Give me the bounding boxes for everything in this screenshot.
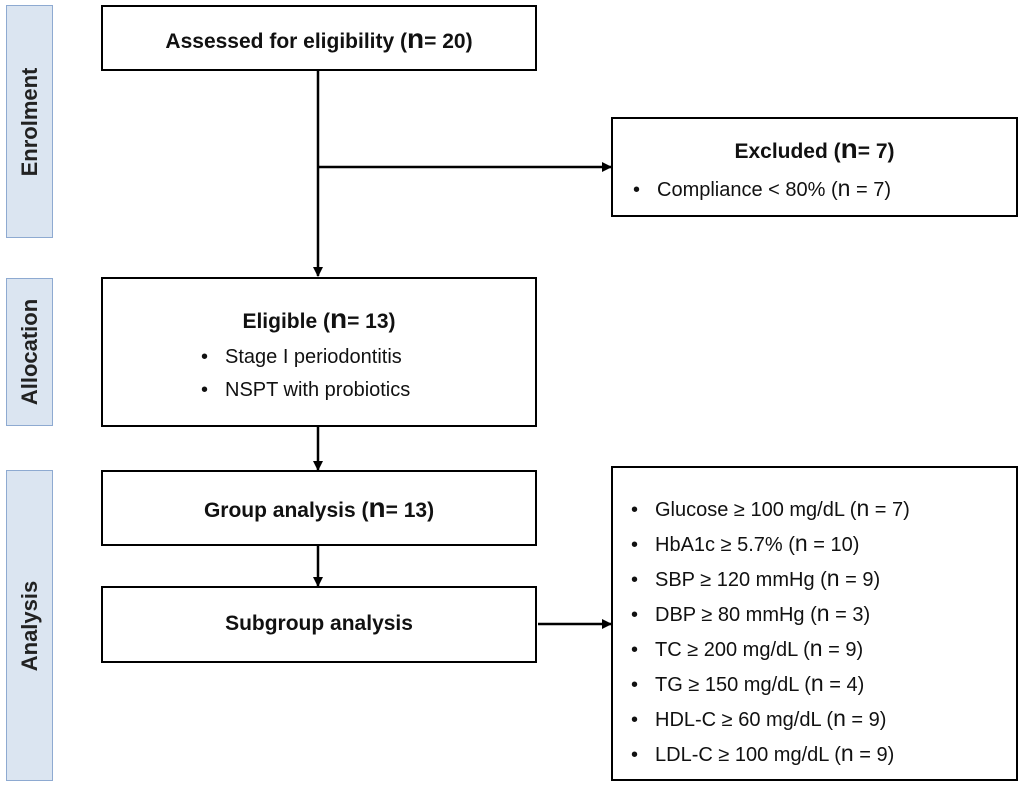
assessed-n-value: = 20 xyxy=(424,30,466,53)
eligible-title: Eligible (n= 13) xyxy=(242,303,396,334)
eligible-label: Eligible xyxy=(242,310,318,333)
list-item: NSPT with probiotics xyxy=(201,374,410,407)
assessed-title: Assessed for eligibility (n= 20) xyxy=(165,23,473,54)
subgroups-box: Glucose ≥ 100 mg/dL (n = 7) HbA1c ≥ 5.7%… xyxy=(611,466,1018,781)
list-item: LDL-C ≥ 100 mg/dL (n = 9) xyxy=(631,737,910,772)
subgroup-analysis-box: Subgroup analysis xyxy=(101,586,537,663)
list-item: SBP ≥ 120 mmHg (n = 9) xyxy=(631,562,910,597)
list-item: HbA1c ≥ 5.7% (n = 10) xyxy=(631,527,910,562)
excluded-title: Excluded (n= 7) xyxy=(734,133,895,164)
eligible-n-symbol: n xyxy=(329,303,348,334)
eligible-box: Eligible (n= 13) Stage I periodontitis N… xyxy=(101,277,537,427)
phase-allocation: Allocation xyxy=(6,278,53,426)
assessed-label: Assessed for eligibility xyxy=(165,30,395,53)
group-analysis-label: Group analysis xyxy=(203,499,356,522)
list-item: TC ≥ 200 mg/dL (n = 9) xyxy=(631,632,910,667)
excluded-box: Excluded (n= 7) Compliance < 80% (n = 7) xyxy=(611,117,1018,217)
list-item: DBP ≥ 80 mmHg (n = 3) xyxy=(631,597,910,632)
group-analysis-title: Group analysis (n= 13) xyxy=(203,492,435,523)
list-item: Compliance < 80% (n = 7) xyxy=(633,172,891,207)
group-analysis-n-symbol: n xyxy=(368,492,386,523)
list-item: Stage I periodontitis xyxy=(201,341,410,374)
subgroups-list: Glucose ≥ 100 mg/dL (n = 7) HbA1c ≥ 5.7%… xyxy=(631,492,910,772)
list-item: HDL-C ≥ 60 mg/dL (n = 9) xyxy=(631,702,910,737)
excluded-n-value: = 7 xyxy=(857,140,888,163)
excluded-label: Excluded xyxy=(734,140,828,163)
list-item: TG ≥ 150 mg/dL (n = 4) xyxy=(631,667,910,702)
eligible-n-value: = 13 xyxy=(347,310,389,333)
assessed-n-symbol: n xyxy=(407,23,425,54)
excluded-list: Compliance < 80% (n = 7) xyxy=(633,172,891,207)
list-item: Glucose ≥ 100 mg/dL (n = 7) xyxy=(631,492,910,527)
phase-analysis: Analysis xyxy=(6,470,53,781)
subgroup-analysis-title: Subgroup analysis xyxy=(225,612,413,635)
group-analysis-box: Group analysis (n= 13) xyxy=(101,470,537,546)
excluded-n-symbol: n xyxy=(840,133,858,164)
phase-enrolment: Enrolment xyxy=(6,5,53,238)
group-analysis-n-value: = 13 xyxy=(385,499,428,522)
assessed-box: Assessed for eligibility (n= 20) xyxy=(101,5,537,71)
eligible-list: Stage I periodontitis NSPT with probioti… xyxy=(201,341,410,407)
